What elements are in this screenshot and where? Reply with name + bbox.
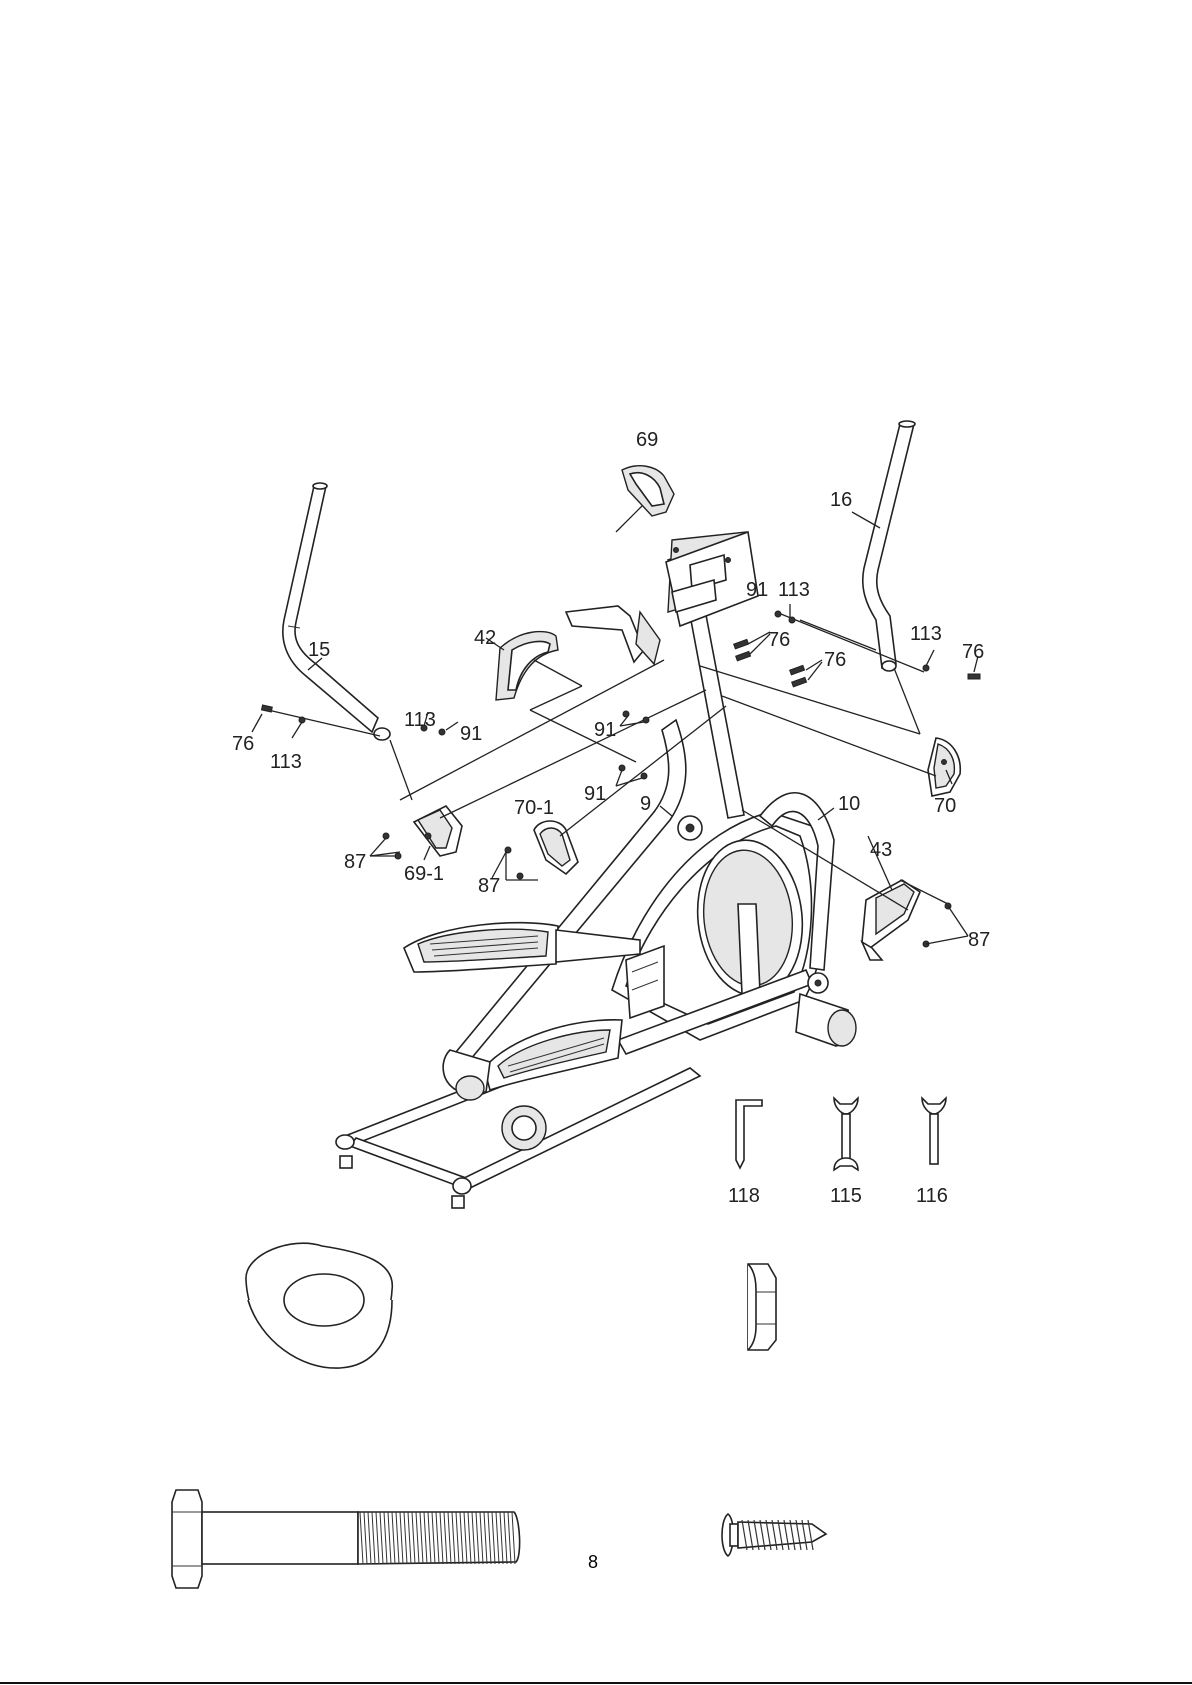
allen-key-icon [736,1100,762,1168]
tool-label-116: 116 [916,1185,948,1207]
right-handlebar-part-16 [863,421,915,671]
tool-label-118: 118 [728,1185,760,1207]
self-tapping-screw-icon [722,1514,826,1556]
left-handlebar-part-15 [283,483,390,740]
page-number: 8 [588,1552,598,1572]
callout-76: 76 [824,649,846,671]
callout-43: 43 [870,839,892,861]
callout-70: 70 [934,795,956,817]
callout-76: 76 [768,629,790,651]
callout-87: 87 [478,875,500,897]
callout-87: 87 [344,851,366,873]
callout-91: 91 [746,579,768,601]
callout-42: 42 [474,627,496,649]
callout-70-1: 70-1 [514,797,554,819]
callout-10: 10 [838,793,860,815]
cover-part-70-1 [534,821,578,874]
callout-69-1: 69-1 [404,863,444,885]
callout-15: 15 [308,639,330,661]
callout-113: 113 [404,709,436,731]
wrench-115-icon [834,1098,858,1170]
cover-part-70 [928,738,960,796]
nut-icon [748,1264,776,1350]
cover-part-43 [862,880,920,960]
callout-91: 91 [460,723,482,745]
cover-part-69 [616,466,674,532]
callout-91: 91 [584,783,606,805]
callout-76: 76 [962,641,984,663]
wrench-116-icon [922,1098,946,1164]
curved-washer-icon [246,1243,392,1368]
cover-part-69-1 [414,806,462,856]
hex-bolt-icon [172,1490,520,1588]
callout-87: 87 [968,929,990,951]
callout-91: 91 [594,719,616,741]
bottom-rule [0,1682,1192,1684]
left-pedal [404,923,640,972]
callout-113: 113 [778,579,810,601]
callout-69: 69 [636,429,658,451]
callout-113: 113 [910,623,942,645]
callout-9: 9 [640,793,651,815]
callout-76: 76 [232,733,254,755]
callout-16: 16 [830,489,852,511]
cover-part-42 [496,632,558,700]
tool-label-115: 115 [830,1185,862,1207]
callout-113: 113 [270,751,302,773]
